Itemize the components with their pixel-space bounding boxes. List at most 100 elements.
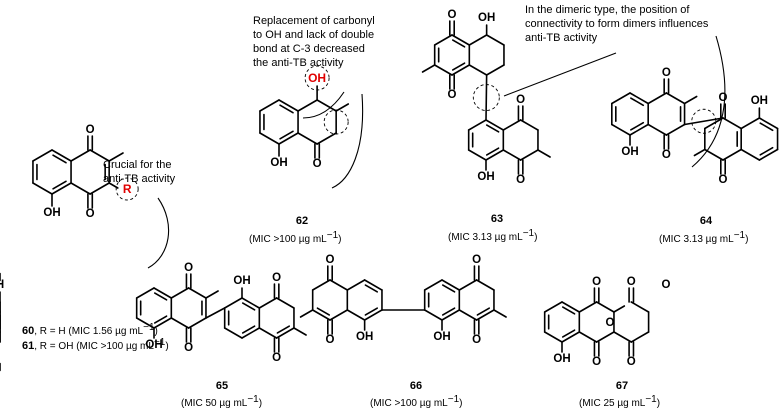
bond bbox=[467, 119, 487, 131]
bond bbox=[32, 182, 53, 195]
bond bbox=[363, 279, 383, 291]
bond bbox=[502, 149, 522, 161]
bond bbox=[561, 331, 581, 343]
bond bbox=[665, 92, 686, 105]
bond bbox=[316, 132, 337, 145]
carbonyl-oxygen: O bbox=[184, 342, 193, 354]
hydroxyl-label: OH bbox=[477, 171, 494, 183]
carbonyl-oxygen: O bbox=[592, 276, 601, 288]
bond bbox=[629, 123, 649, 136]
bond bbox=[595, 301, 615, 313]
r-group-label: R bbox=[123, 182, 132, 196]
bond bbox=[758, 148, 779, 161]
svg-text:66: 66 bbox=[410, 380, 422, 392]
carbonyl-oxygen: O bbox=[662, 67, 671, 79]
bond bbox=[611, 123, 631, 136]
bond bbox=[485, 124, 500, 133]
compound-label-65: 65 (MIC 50 µg mL−1) bbox=[181, 380, 262, 409]
bond bbox=[475, 279, 495, 291]
bond bbox=[293, 327, 307, 336]
bond bbox=[170, 317, 190, 329]
bond bbox=[423, 279, 443, 291]
bond bbox=[759, 122, 774, 132]
bond bbox=[543, 301, 563, 313]
bond bbox=[32, 149, 53, 162]
bond bbox=[89, 182, 110, 195]
bond bbox=[485, 119, 505, 131]
bond bbox=[630, 121, 645, 131]
compound-label-63: 63 (MIC 3.13 µg mL−1) bbox=[448, 213, 537, 243]
hydroxyl-label: OH bbox=[433, 331, 450, 343]
bond bbox=[241, 327, 261, 339]
bond bbox=[537, 149, 551, 158]
compound-label-60: 60, R = H (MIC 1.56 µg mL−1) bbox=[22, 322, 158, 337]
bond bbox=[758, 117, 779, 130]
bond bbox=[441, 284, 456, 293]
bond bbox=[441, 309, 461, 321]
carbonyl-oxygen: O bbox=[448, 9, 457, 21]
bond bbox=[759, 146, 774, 156]
bond bbox=[451, 34, 471, 46]
bond bbox=[441, 307, 456, 316]
compound-label-66: 66 (MIC >100 µg mL−1) bbox=[370, 380, 462, 409]
bond bbox=[187, 287, 207, 299]
r-group-highlight bbox=[115, 177, 139, 201]
svg-text:(MIC >100 µg mL−1): (MIC >100 µg mL−1) bbox=[249, 230, 341, 245]
carbonyl-oxygen: O bbox=[272, 352, 281, 364]
bond bbox=[278, 99, 299, 112]
bond bbox=[275, 297, 295, 309]
bond bbox=[311, 309, 331, 321]
bond bbox=[258, 327, 278, 339]
bond bbox=[441, 279, 461, 291]
bond bbox=[278, 132, 299, 145]
hydroxyl-label: OH bbox=[478, 12, 495, 24]
bond bbox=[108, 152, 124, 162]
bond bbox=[275, 327, 295, 339]
carbonyl-oxygen: O bbox=[472, 334, 481, 346]
svg-text:62: 62 bbox=[296, 215, 308, 227]
bond bbox=[629, 92, 649, 105]
svg-text:64: 64 bbox=[700, 215, 713, 227]
bond bbox=[223, 297, 243, 309]
carbonyl-oxygen: O bbox=[627, 276, 636, 288]
bond bbox=[423, 309, 443, 321]
bond bbox=[335, 103, 350, 112]
bond bbox=[241, 302, 256, 311]
svg-text:63: 63 bbox=[491, 213, 503, 225]
svg-text:65: 65 bbox=[216, 380, 228, 392]
epoxide-oxygen: O bbox=[605, 317, 614, 329]
bond bbox=[683, 95, 698, 105]
arrow-to-C3 bbox=[331, 93, 364, 189]
bond bbox=[279, 104, 294, 114]
bond bbox=[458, 309, 478, 321]
bond bbox=[108, 182, 119, 189]
bond bbox=[89, 149, 110, 162]
bond bbox=[241, 325, 256, 334]
bond bbox=[476, 307, 490, 316]
bond bbox=[170, 287, 190, 299]
bond bbox=[467, 149, 487, 161]
bond bbox=[493, 309, 507, 318]
bond bbox=[135, 287, 155, 299]
bond bbox=[363, 309, 383, 321]
compound-label-64: 64 (MIC 3.13 µg mL−1) bbox=[659, 215, 748, 245]
bond bbox=[258, 297, 278, 309]
compound-label-62: 62 (MIC >100 µg mL−1) bbox=[249, 215, 341, 245]
bond bbox=[153, 317, 173, 329]
bond-layer bbox=[0, 20, 779, 372]
hydroxyl-label: OH bbox=[553, 353, 570, 365]
bond bbox=[329, 309, 349, 321]
bond bbox=[187, 317, 207, 329]
bond bbox=[578, 301, 598, 313]
bond bbox=[561, 329, 576, 338]
carbonyl-oxygen: O bbox=[719, 92, 728, 104]
bond bbox=[153, 315, 168, 324]
bond bbox=[205, 290, 219, 299]
arrow-to-63 bbox=[503, 52, 617, 97]
bond bbox=[468, 34, 488, 46]
